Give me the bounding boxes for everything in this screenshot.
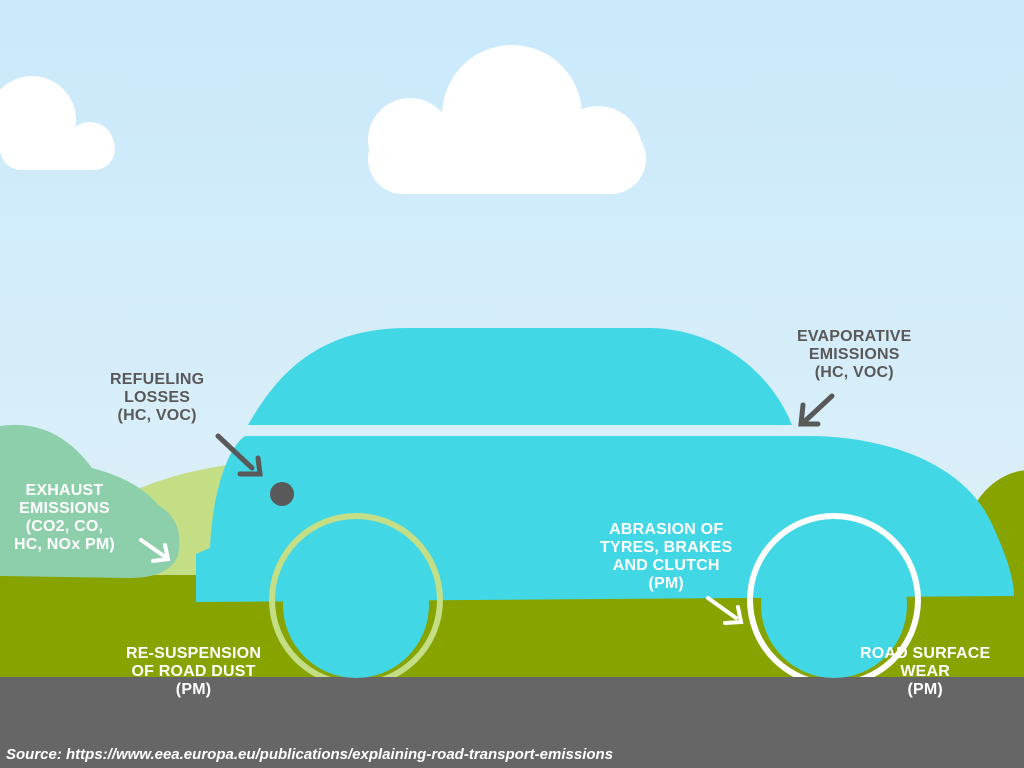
cloud-large [368,45,646,194]
fuel-cap-icon [270,482,294,506]
label-line: EMISSIONS [808,346,900,363]
arrow-icon [798,393,835,427]
arrow-icon [139,538,171,563]
label-line: HC, NOx PM) [14,536,115,553]
exhaust-emissions-label: EXHAUST EMISSIONS (CO2, CO, HC, NOx PM) [14,482,115,554]
label-line: ROAD SURFACE [860,645,991,662]
bush [0,424,180,578]
refueling-losses-label: REFUELING LOSSES (HC, VOC) [110,371,204,425]
label-line: EVAPORATIVE [797,328,912,345]
label-line: (PM) [907,681,943,698]
road [0,677,1024,768]
front-wheel [283,532,429,678]
label-line: RE-SUSPENSION [126,645,262,662]
road-surface-wear-label: ROAD SURFACE WEAR (PM) [860,645,990,699]
source-citation: Source: https://www.eea.europa.eu/public… [6,746,614,763]
label-line: TYRES, BRAKES [600,539,733,556]
cloud-small [0,76,115,170]
label-line: OF ROAD DUST [131,663,256,680]
label-line: ABRASION OF [609,521,724,538]
label-line: EXHAUST [25,482,104,499]
rear-wheel [761,532,907,678]
label-line: (HC, VOC) [117,407,197,424]
car-roof [248,328,792,425]
resuspension-label: RE-SUSPENSION OF ROAD DUST (PM) [126,645,261,699]
label-line: (CO2, CO, [25,518,104,535]
evaporative-emissions-label: EVAPORATIVE EMISSIONS (HC, VOC) [797,328,912,382]
label-line: (PM) [175,681,212,698]
label-line: LOSSES [124,389,191,406]
label-line: (PM) [648,575,684,592]
abrasion-label: ABRASION OF TYRES, BRAKES AND CLUTCH (PM… [600,521,732,593]
label-line: WEAR [900,663,951,680]
arrow-icon [706,596,744,625]
label-line: REFUELING [110,371,205,388]
label-line: EMISSIONS [19,500,110,517]
label-line: AND CLUTCH [612,557,720,574]
label-line: (HC, VOC) [814,364,894,381]
arrow-icon [215,433,263,477]
